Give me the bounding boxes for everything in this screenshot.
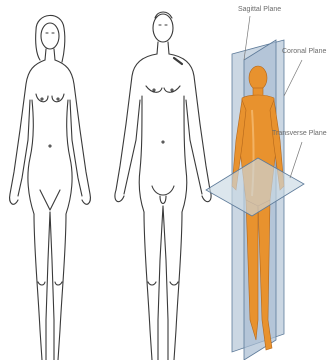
coronal-plane-label: Coronal Plane [282,48,326,55]
sagittal-plane-label: Sagittal Plane [238,6,281,13]
male-figure-outline-icon [115,12,211,360]
anatomical-planes-figure-icon [206,16,304,360]
female-figure-outline-icon [10,15,91,360]
transverse-plane-label: Transverse Plane [272,130,327,137]
transverse-plane [206,158,304,216]
